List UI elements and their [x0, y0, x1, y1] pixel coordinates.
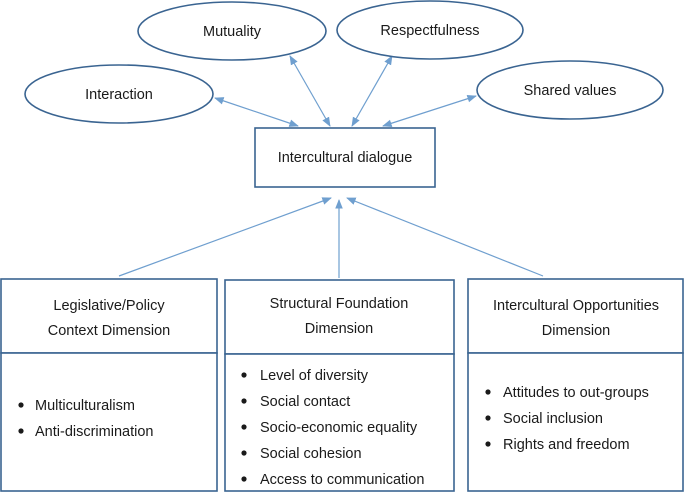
arrow-from-legislative [118, 197, 332, 277]
dimension-title-line: Legislative/Policy [53, 298, 165, 314]
bullet-dot [241, 424, 247, 430]
list-item: Anti-discrimination [35, 424, 153, 440]
list-item: Social cohesion [260, 446, 362, 462]
arrow-to-shared-values [382, 94, 477, 128]
arrow-from-intercultural [346, 197, 544, 277]
bullet-dot [241, 372, 247, 378]
arrow-to-respectfulness [351, 55, 393, 127]
ellipse-mutuality: Mutuality [137, 1, 327, 61]
ellipse-label: Interaction [85, 87, 153, 103]
ellipse-interaction: Interaction [24, 64, 214, 124]
ellipse-respectfulness: Respectfulness [336, 0, 524, 60]
ellipse-label: Mutuality [203, 24, 262, 40]
dimension-title-line: Structural Foundation [270, 296, 409, 312]
list-item: Multiculturalism [35, 398, 135, 414]
list-item: Attitudes to out-groups [503, 385, 649, 401]
list-item: Rights and freedom [503, 437, 630, 453]
list-item: Access to communication [260, 472, 424, 488]
dimension-legislative: Legislative/Policy Context Dimension Mul… [0, 278, 218, 492]
dimension-intercultural: Intercultural Opportunities Dimension At… [467, 278, 684, 492]
list-item: Social contact [260, 394, 350, 410]
list-item: Socio-economic equality [260, 420, 418, 436]
bullet-list: Multiculturalism Anti-discrimination [18, 398, 153, 440]
list-item: Level of diversity [260, 368, 369, 384]
ellipse-label: Shared values [524, 83, 617, 99]
arrow-to-mutuality [289, 55, 331, 127]
bullet-dot [18, 402, 24, 408]
bullet-list: Attitudes to out-groups Social inclusion… [485, 385, 649, 453]
bullet-dot [485, 441, 491, 447]
dimension-title-line: Dimension [305, 321, 374, 337]
dimension-structural: Structural Foundation Dimension Level of… [224, 279, 455, 492]
dimension-title-line: Dimension [542, 323, 611, 339]
bullet-list: Level of diversity Social contact Socio-… [241, 368, 424, 488]
arrow-to-interaction [214, 97, 299, 127]
bullet-dot [241, 450, 247, 456]
bullet-dot [241, 476, 247, 482]
dimension-title-line: Intercultural Opportunities [493, 298, 659, 314]
list-item: Social inclusion [503, 411, 603, 427]
bullet-dot [485, 389, 491, 395]
center-box: Intercultural dialogue [254, 127, 436, 188]
dimension-title-line: Context Dimension [48, 323, 171, 339]
ellipse-label: Respectfulness [380, 23, 479, 39]
bullet-dot [241, 398, 247, 404]
center-label: Intercultural dialogue [278, 150, 413, 166]
ellipse-shared-values: Shared values [476, 60, 664, 120]
bullet-dot [485, 415, 491, 421]
bullet-dot [18, 428, 24, 434]
